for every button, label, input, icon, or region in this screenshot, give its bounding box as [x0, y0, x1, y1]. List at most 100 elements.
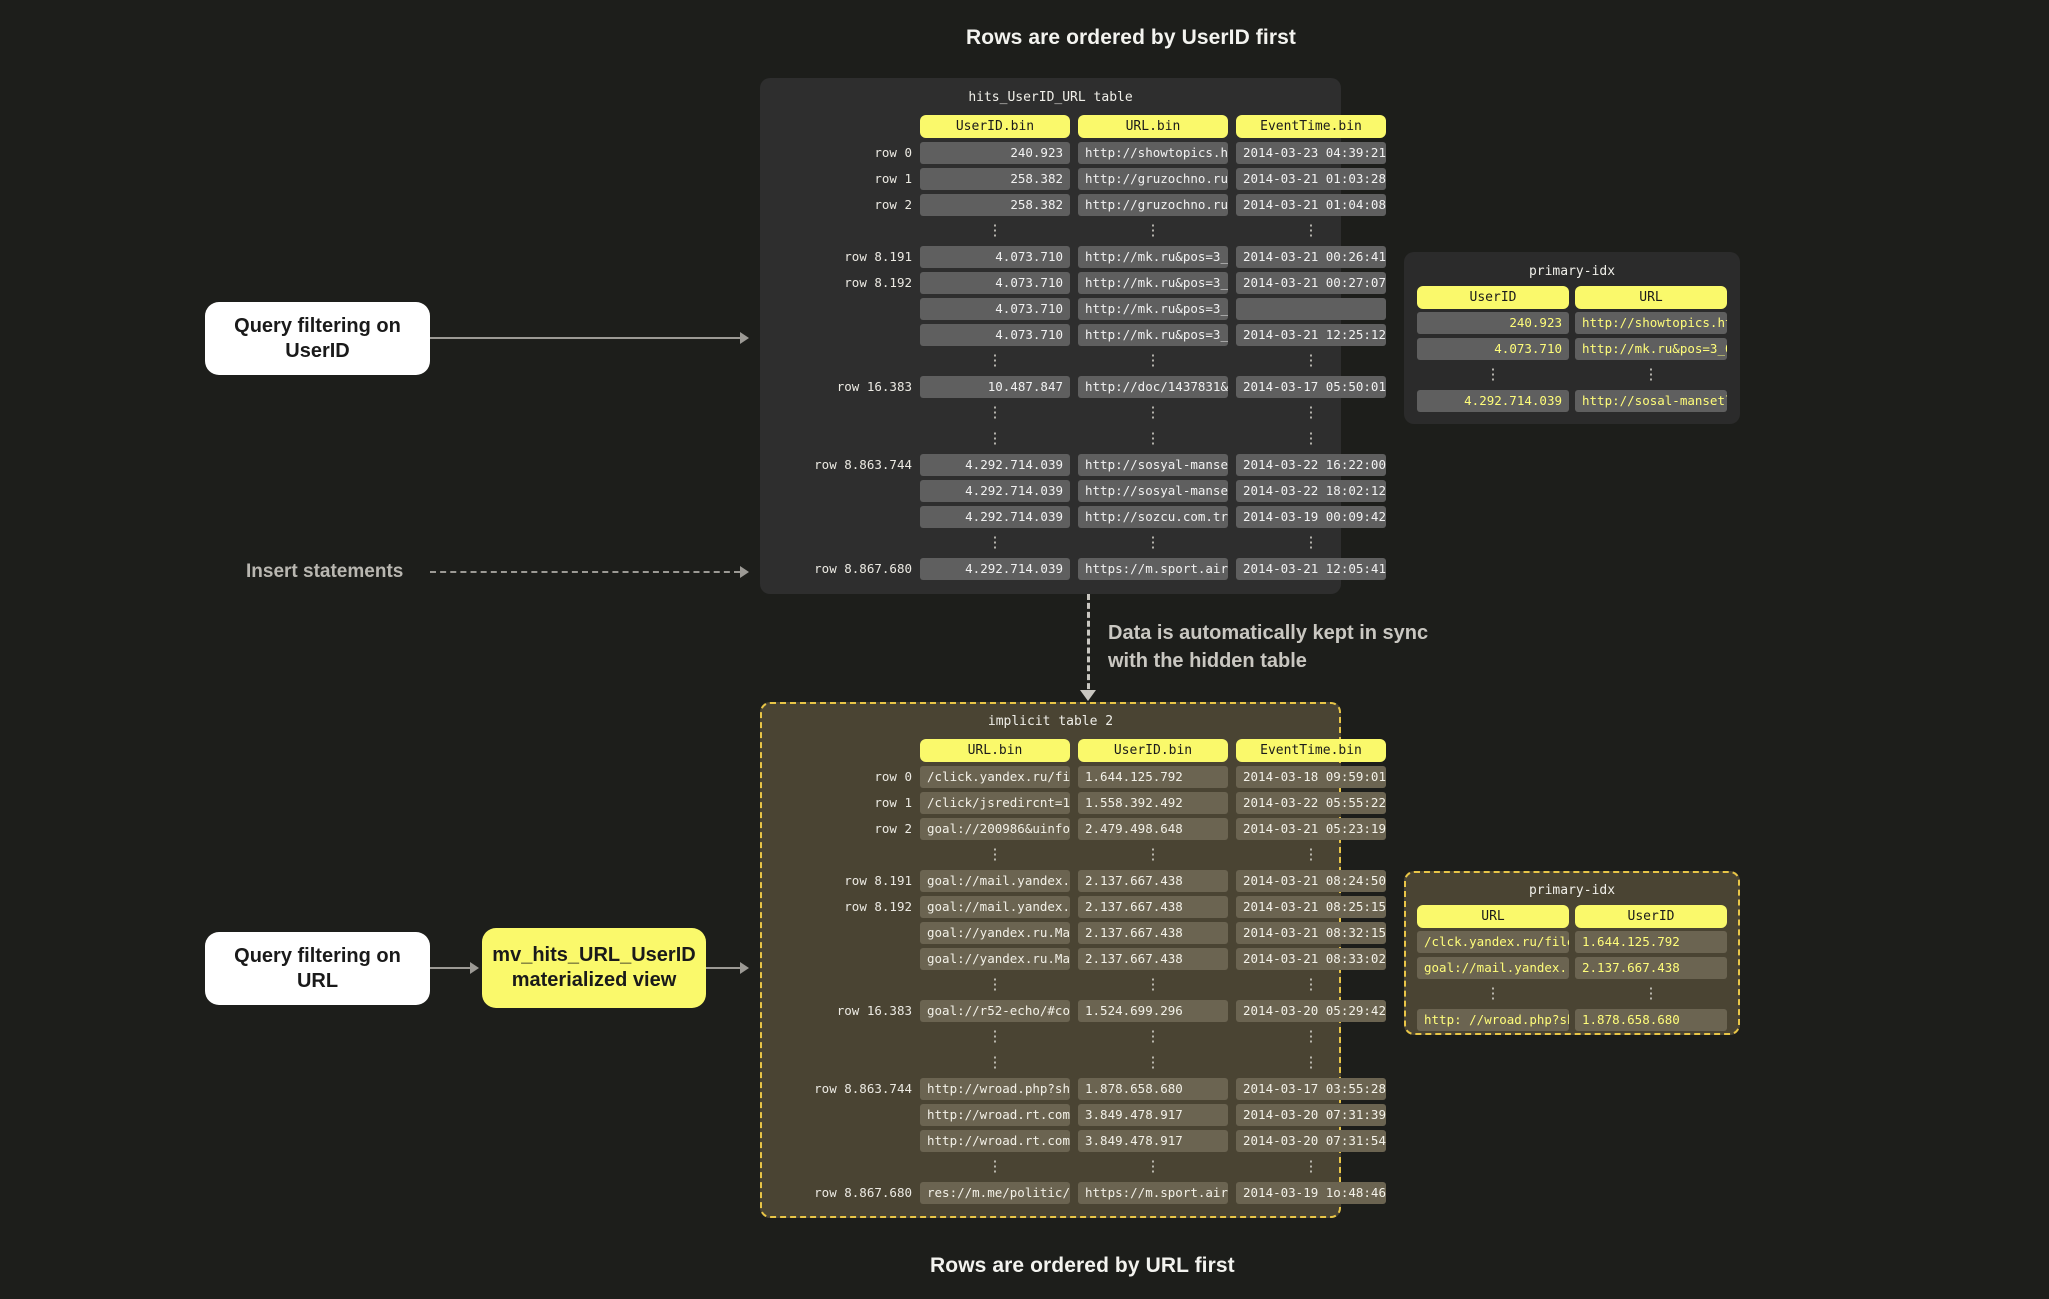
ellipsis-icon: ⋮ — [987, 429, 1003, 447]
mv-name: mv_hits_URL_UserID — [492, 944, 696, 966]
ellipsis-icon: ⋮ — [1145, 403, 1161, 421]
table-cell: goal://yandex.ru.Ma... — [920, 922, 1070, 944]
ellipsis-icon: ⋮ — [1643, 365, 1659, 383]
table-cell: 1.878.658.680 — [1078, 1078, 1228, 1100]
ellipsis-icon: ⋮ — [1145, 351, 1161, 369]
idx-cell: goal://mail.yandex.ru/Ma... — [1417, 957, 1569, 979]
label-sync-note: Data is automatically kept in sync with … — [1108, 620, 1428, 675]
ellipsis-icon: ⋮ — [1145, 429, 1161, 447]
connector-sync-vertical — [1087, 594, 1090, 698]
table-cell: 2014-03-21 08:25:15 — [1236, 896, 1386, 918]
table-cell: /click.yandex.ru/file.co ... — [920, 766, 1070, 788]
table-cell: 2.137.667.438 — [1078, 896, 1228, 918]
row-label: row 8.192 — [844, 275, 912, 290]
table-bottom-title: implicit table 2 — [987, 714, 1114, 729]
arrowhead-insert-statements — [740, 566, 749, 578]
row-label: row 8.192 — [844, 899, 912, 914]
ellipsis-icon: ⋮ — [1303, 351, 1319, 369]
ellipsis-icon: ⋮ — [1303, 221, 1319, 239]
table-cell: http://gruzochno.ru/ekat... — [1078, 168, 1228, 190]
ellipsis-icon: ⋮ — [1145, 845, 1161, 863]
ellipsis-icon: ⋮ — [987, 1157, 1003, 1175]
table-cell: http://mk.ru&pos=3_0 — [1078, 246, 1228, 268]
idx-cell: http: //wroad.php?show/7... — [1417, 1009, 1569, 1031]
table-cell: 2014-03-21 01:03:28 — [1236, 168, 1386, 190]
table-cell: 2014-03-17 03:55:28 — [1236, 1078, 1386, 1100]
table-cell: http://mk.ru&pos=3_0 — [1078, 272, 1228, 294]
table-cell: 258.382 — [920, 194, 1070, 216]
ellipsis-icon: ⋮ — [987, 1027, 1003, 1045]
ellipsis-icon: ⋮ — [1303, 1157, 1319, 1175]
table-cell: http://showtopics.html%3... — [1078, 142, 1228, 164]
idx-cell: 2.137.667.438 — [1575, 957, 1727, 979]
ellipsis-icon: ⋮ — [987, 533, 1003, 551]
table-cell: 2014-03-21 01:04:08 — [1236, 194, 1386, 216]
connector-userid-query — [430, 337, 740, 339]
table-cell: 2014-03-21 08:24:50 — [1236, 870, 1386, 892]
ellipsis-icon: ⋮ — [987, 845, 1003, 863]
row-label: row 8.191 — [844, 873, 912, 888]
idx-cell: /clck.yandex.ru/file.com... — [1417, 931, 1569, 953]
table-cell: 2014-03-21 12:25:12 — [1236, 324, 1386, 346]
idx-cell: http://sosal-mansetleri... — [1575, 390, 1727, 412]
arrowhead-url-query — [470, 962, 479, 974]
table-cell: 4.073.710 — [920, 246, 1070, 268]
idx-column-header: UserID — [1575, 905, 1727, 928]
ellipsis-icon: ⋮ — [987, 403, 1003, 421]
connector-insert-statements — [430, 571, 740, 573]
ellipsis-icon: ⋮ — [1485, 984, 1501, 1002]
arrowhead-userid-query — [740, 332, 749, 344]
idx-cell: http://showtopics.html%3... — [1575, 312, 1727, 334]
ellipsis-icon: ⋮ — [1145, 975, 1161, 993]
table-cell: 4.292.714.039 — [920, 480, 1070, 502]
idx-column-header: URL — [1575, 286, 1727, 309]
arrowhead-sync-vertical — [1080, 690, 1096, 701]
ellipsis-icon: ⋮ — [1643, 984, 1659, 1002]
table-cell: 4.292.714.039 — [920, 558, 1070, 580]
table-cell: http://doc/1437831&is_mo... — [1078, 376, 1228, 398]
table-cell: 2.137.667.438 — [1078, 922, 1228, 944]
idx-cell: 240.923 — [1417, 312, 1569, 334]
idx-bottom-title: primary-idx — [1528, 883, 1616, 898]
table-cell: 2014-03-19 00:09:42 — [1236, 506, 1386, 528]
column-header: URL.bin — [1078, 115, 1228, 138]
table-cell: 2014-03-21 05:23:19 — [1236, 818, 1386, 840]
table-cell: 2.137.667.438 — [1078, 870, 1228, 892]
callout-materialized-view[interactable]: mv_hits_URL_UserID materialized view — [482, 928, 706, 1008]
table-cell: http://wroad.rt.com/tr/... — [920, 1104, 1070, 1126]
idx-cell: 1.878.658.680 — [1575, 1009, 1727, 1031]
table-cell: 2014-03-21 00:27:07 — [1236, 272, 1386, 294]
table-cell: https://m.sport.airway/? — [1078, 558, 1228, 580]
banner-top: Rows are ordered by UserID first — [966, 26, 1296, 49]
row-label: row 8.863.744 — [814, 1081, 912, 1096]
ellipsis-icon: ⋮ — [1303, 975, 1319, 993]
connector-mv-to-table — [706, 967, 742, 969]
ellipsis-icon: ⋮ — [1303, 403, 1319, 421]
table-cell: http://mk.ru&pos=3_0 — [1078, 298, 1228, 320]
table-cell: 2014-03-22 05:55:22 — [1236, 792, 1386, 814]
arrowhead-mv-to-table — [740, 962, 749, 974]
table-cell: 1.524.699.296 — [1078, 1000, 1228, 1022]
ellipsis-icon: ⋮ — [1303, 1053, 1319, 1071]
column-header: UserID.bin — [1078, 739, 1228, 762]
table-cell: 2014-03-17 05:50:01 — [1236, 376, 1386, 398]
table-cell: goal://yandex.ru.Ma... — [920, 948, 1070, 970]
table-cell: 2014-03-21 00:26:41 — [1236, 246, 1386, 268]
banner-bottom: Rows are ordered by URL first — [930, 1254, 1235, 1277]
table-cell: http://sozcu.com.tr/oaut — [1078, 506, 1228, 528]
row-label: row 8.867.680 — [814, 561, 912, 576]
ellipsis-icon: ⋮ — [987, 975, 1003, 993]
callout-query-filtering-userid[interactable]: Query filtering on UserID — [205, 302, 430, 375]
callout-query-filtering-url[interactable]: Query filtering on URL — [205, 932, 430, 1005]
column-header: EventTime.bin — [1236, 739, 1386, 762]
table-cell: 2014-03-21 12:05:41 — [1236, 558, 1386, 580]
table-cell: http://mk.ru&pos=3_0 — [1078, 324, 1228, 346]
table-cell: 10.487.847 — [920, 376, 1070, 398]
table-cell: 2014-03-20 07:31:39 — [1236, 1104, 1386, 1126]
label-insert-statements: Insert statements — [246, 561, 404, 582]
table-cell: 2.137.667.438 — [1078, 948, 1228, 970]
ellipsis-icon: ⋮ — [1303, 533, 1319, 551]
ellipsis-icon: ⋮ — [987, 221, 1003, 239]
